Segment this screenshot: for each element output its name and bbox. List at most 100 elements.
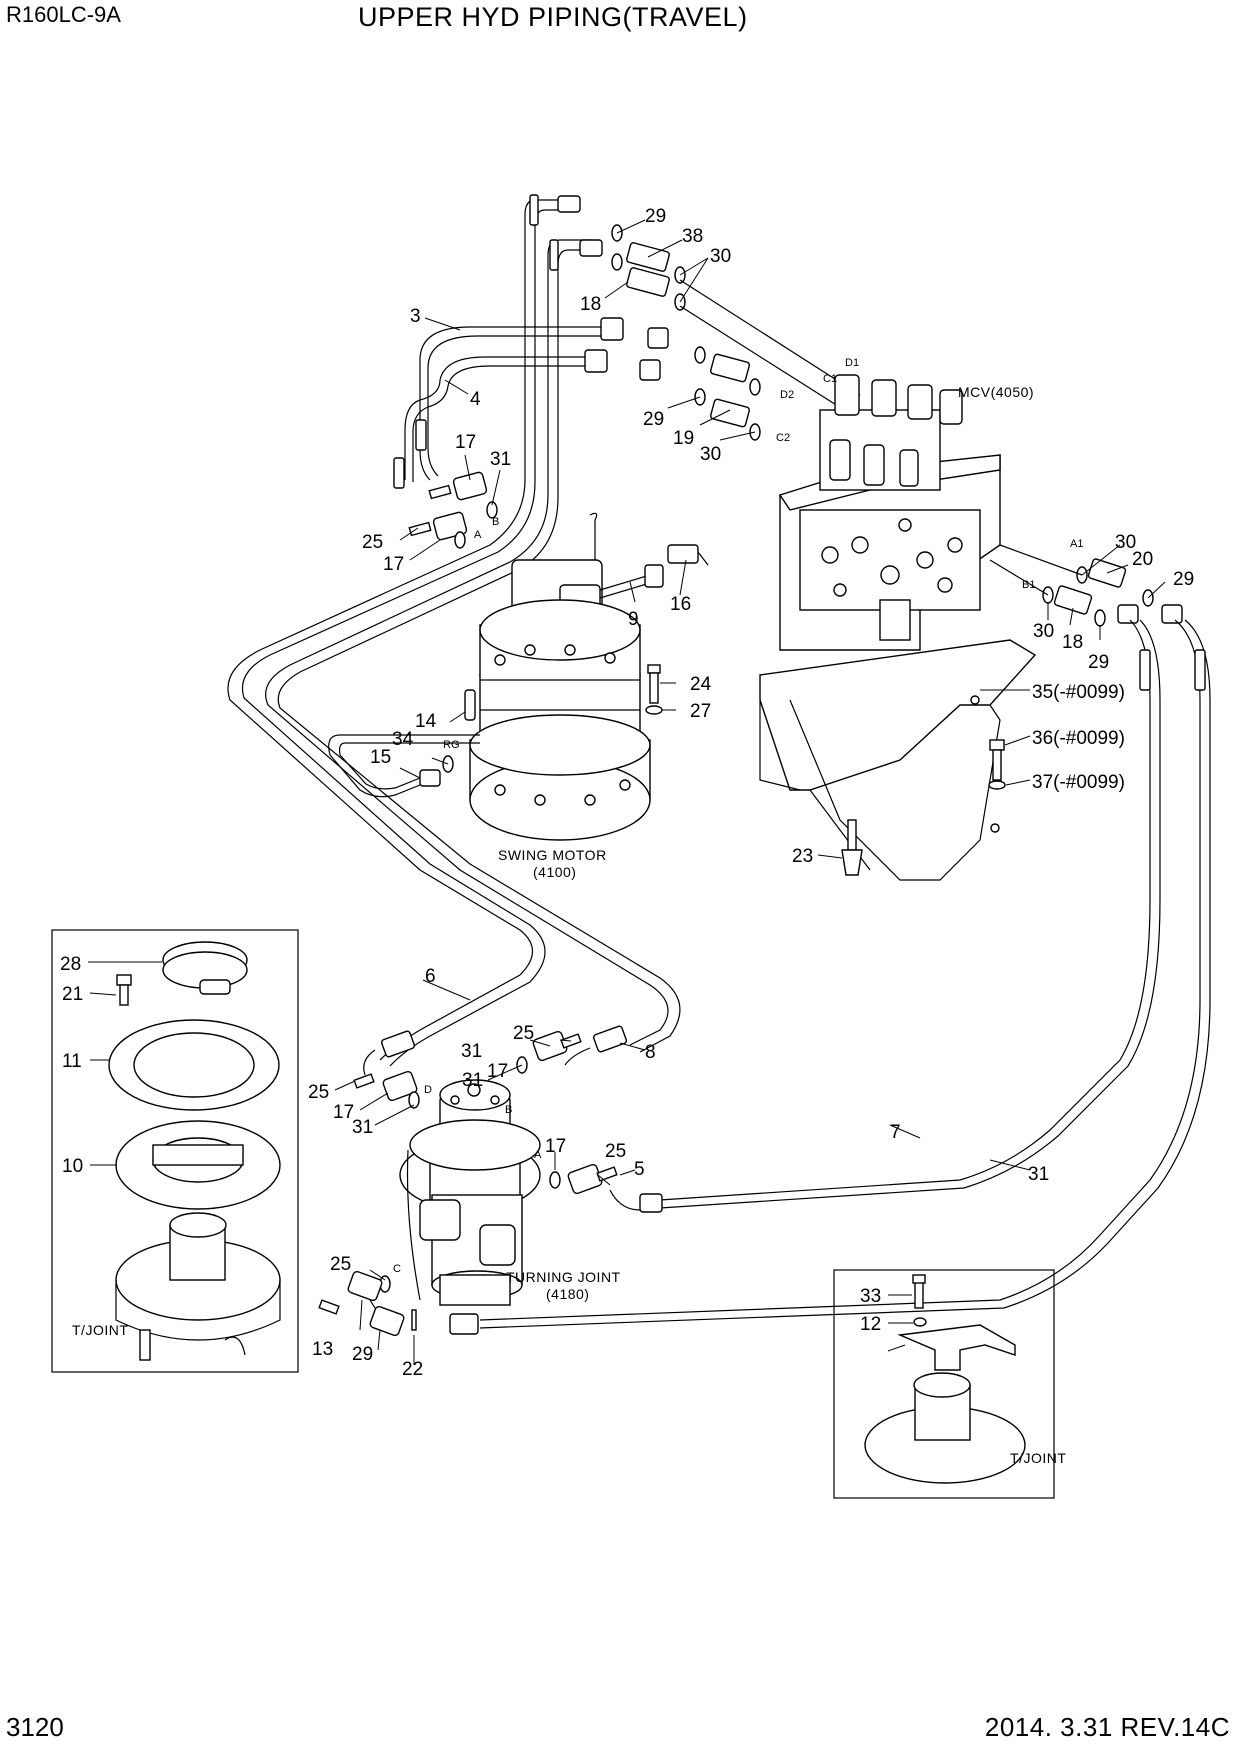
port-labels: D1 C1 D2 C2 A1 B1 B A RG D B A C [393, 357, 1083, 1275]
port-label: A [474, 529, 482, 541]
bolt-24-27 [645, 664, 663, 715]
callout: 30 [1115, 532, 1136, 553]
callout: 30 [1033, 621, 1054, 642]
captions: MCV(4050) SWING MOTOR (4100) TURNING JOI… [72, 384, 1066, 1466]
hose-15-pin-14 [328, 689, 480, 798]
callout: 9 [628, 609, 639, 630]
callout: 25 [362, 532, 383, 553]
callout: 23 [792, 846, 813, 867]
port-label: B [505, 1104, 512, 1116]
inset-left [51, 929, 299, 1373]
page-number: 3120 [6, 1712, 64, 1742]
port-label: C1 [823, 373, 837, 385]
fittings-right [989, 544, 1183, 627]
callout: 27 [690, 701, 711, 722]
callout: 34 [392, 729, 414, 750]
leader-lines [88, 219, 1166, 1365]
callout: 30 [700, 444, 721, 465]
turning-joint [399, 1079, 541, 1306]
callout: 29 [1088, 652, 1109, 673]
hose-6-8-long [227, 194, 681, 1067]
callout-numbers: 29 38 30 18 3 4 29 19 30 17 31 25 17 9 1… [60, 206, 1194, 1380]
callout: 4 [470, 389, 481, 410]
callout: 18 [1062, 632, 1083, 653]
hose-5-7 [449, 619, 1211, 1335]
callout: 29 [1173, 569, 1194, 590]
bolt-23 [841, 819, 863, 876]
port-label: B [492, 516, 499, 528]
fittings-19 [639, 327, 761, 441]
page-title: UPPER HYD PIPING(TRAVEL) [358, 2, 748, 32]
callout: 17 [333, 1102, 354, 1123]
callout: 20 [1132, 549, 1153, 570]
fittings-top [611, 224, 861, 421]
callout: 21 [62, 984, 83, 1005]
callout: 31 [461, 1041, 482, 1062]
callout: 30 [710, 246, 731, 267]
port-label: RG [443, 739, 460, 751]
callout: 31 [352, 1117, 373, 1138]
inset-right [833, 1269, 1055, 1499]
callout: 38 [682, 226, 703, 247]
callout: 36(-#0099) [1032, 728, 1125, 749]
mcv-caption: MCV(4050) [958, 384, 1034, 400]
callout: 13 [312, 1339, 333, 1360]
callout: 11 [62, 1051, 82, 1072]
callout: 3 [410, 306, 421, 327]
model-number: R160LC-9A [6, 2, 121, 27]
clamps-lower [318, 1030, 641, 1337]
hose-3-4 [393, 317, 624, 489]
callout: 6 [425, 966, 436, 987]
swing-motor-caption: SWING MOTOR [498, 847, 607, 863]
port-label: A [534, 1149, 542, 1161]
callout: 17 [545, 1136, 566, 1157]
callout: 17 [487, 1061, 508, 1082]
callout: 35(-#0099) [1032, 682, 1125, 703]
callout: 25 [513, 1023, 534, 1044]
callout: 28 [60, 954, 81, 975]
turning-joint-caption: TURNING JOINT [506, 1269, 621, 1285]
tjoint-caption: T/JOINT [72, 1322, 128, 1338]
callout: 31 [490, 449, 511, 470]
callout: 37(-#0099) [1032, 772, 1125, 793]
port-label: A1 [1070, 538, 1083, 550]
callout: 33 [860, 1286, 881, 1307]
bolt-36-37 [988, 739, 1006, 790]
callout: 7 [890, 1122, 901, 1143]
port-label: D1 [845, 357, 859, 369]
callout: 19 [673, 428, 694, 449]
callout: 17 [455, 432, 476, 453]
callout: 10 [62, 1156, 83, 1177]
callout: 18 [580, 294, 601, 315]
hose-9-fitting-16 [599, 544, 709, 599]
port-label: C2 [776, 432, 790, 444]
port-label: B1 [1022, 579, 1035, 591]
port-label: D2 [780, 389, 794, 401]
port-label: D [424, 1084, 432, 1096]
callout: 24 [690, 674, 712, 695]
callout: 15 [370, 747, 391, 768]
swing-motor [469, 512, 651, 841]
tjoint-caption: T/JOINT [1010, 1450, 1066, 1466]
callout: 25 [605, 1141, 626, 1162]
callout: 8 [645, 1042, 656, 1063]
callout: 25 [330, 1254, 351, 1275]
port-label: C [393, 1263, 401, 1275]
callout: 25 [308, 1082, 329, 1103]
callout: 16 [670, 594, 691, 615]
swing-motor-caption: (4100) [533, 864, 576, 880]
callout: 12 [860, 1314, 881, 1335]
callout: 5 [634, 1159, 645, 1180]
mcv-valve [778, 374, 1001, 651]
callout: 22 [402, 1359, 423, 1380]
callout: 29 [643, 409, 664, 430]
clamps-upper [408, 471, 498, 549]
callout: 29 [352, 1344, 373, 1365]
revision-date: 2014. 3.31 REV.14C [984, 1712, 1230, 1742]
callout: 29 [645, 206, 666, 227]
hose-6-8-lower [363, 1025, 628, 1076]
callout: 31 [1028, 1164, 1049, 1185]
callout: 17 [383, 554, 404, 575]
callout: 31 [462, 1070, 483, 1091]
